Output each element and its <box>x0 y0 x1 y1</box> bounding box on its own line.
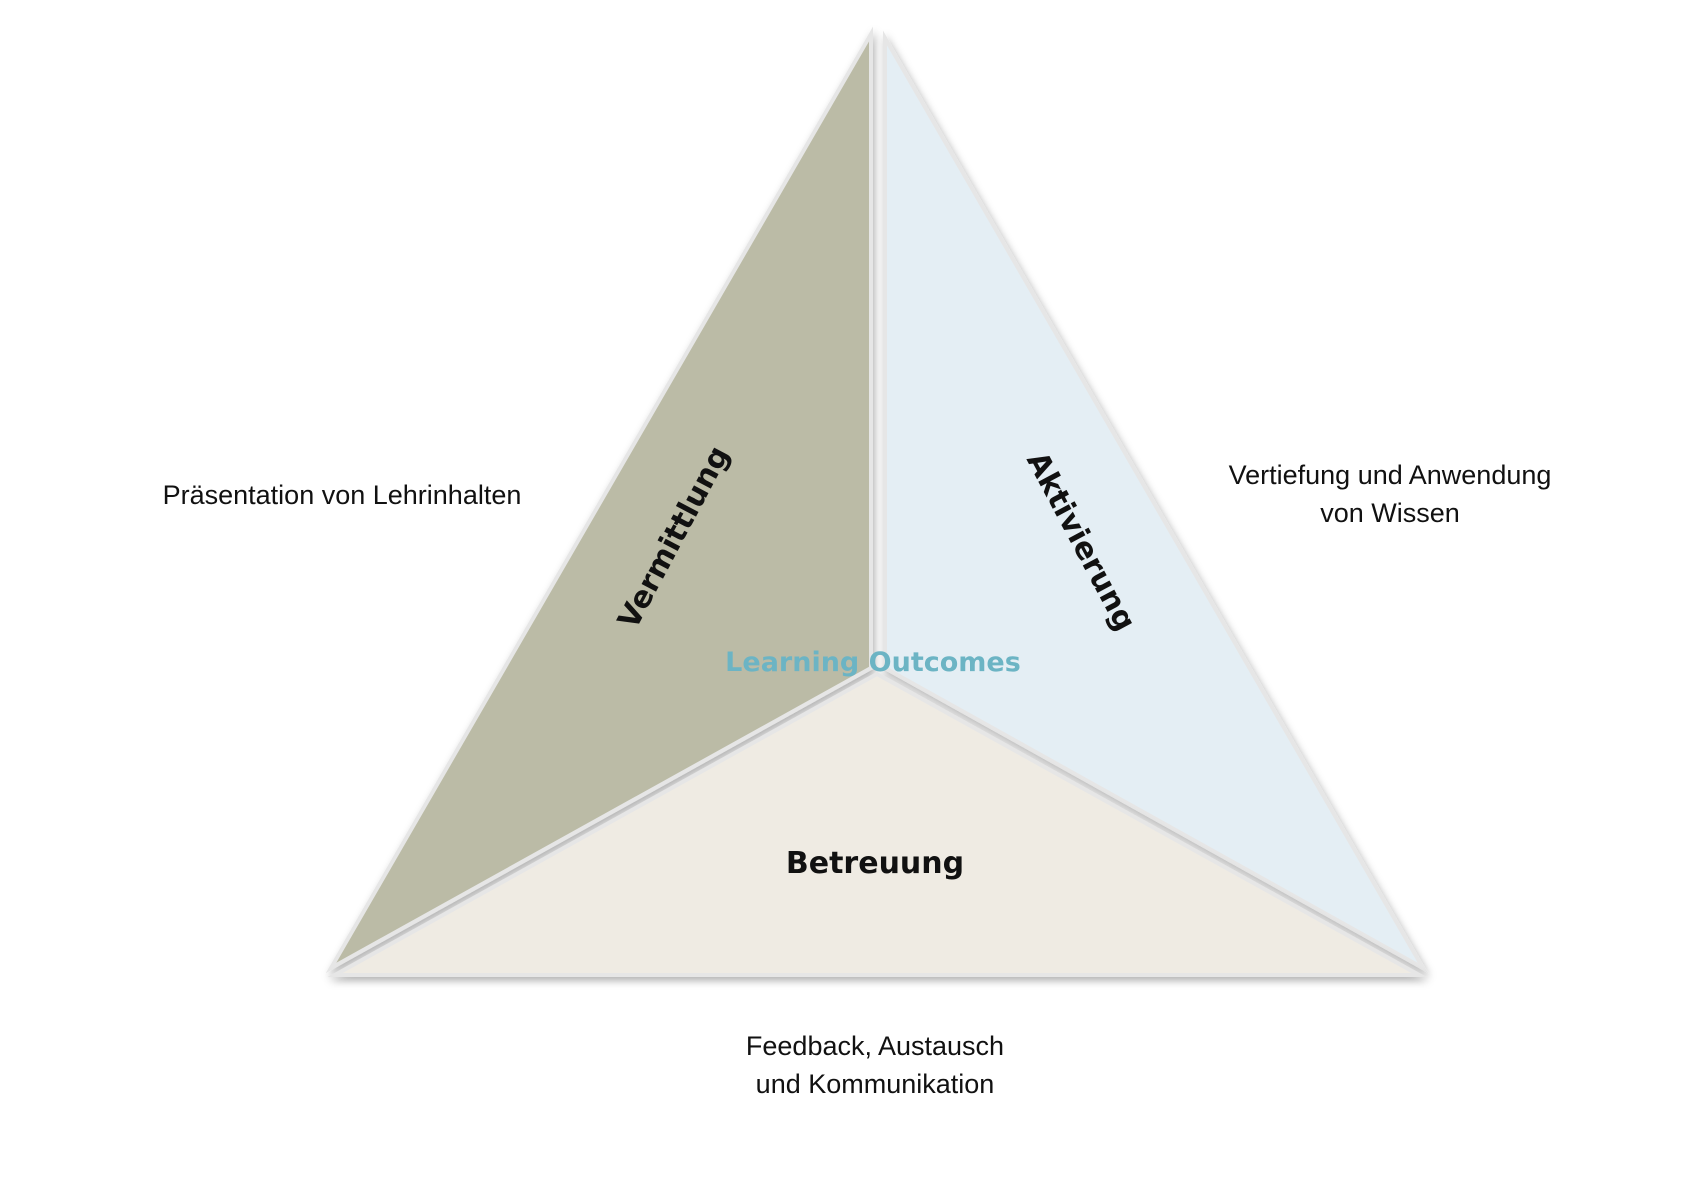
vermittlung-segment <box>325 26 873 974</box>
betreuung-description-line-1: Feedback, Austausch <box>746 1031 1004 1061</box>
aktivierung-segment <box>883 30 1429 974</box>
center-label: Learning Outcomes <box>725 647 1021 678</box>
betreuung-description-line-2: und Kommunikation <box>756 1069 995 1099</box>
betreuung-title: Betreuung <box>786 846 964 881</box>
vermittlung-description: Präsentation von Lehrinhalten <box>163 480 522 510</box>
betreuung-segment <box>327 671 1427 977</box>
aktivierung-description-line-1: Vertiefung und Anwendung <box>1229 460 1552 490</box>
aktivierung-description-line-2: von Wissen <box>1320 498 1460 528</box>
